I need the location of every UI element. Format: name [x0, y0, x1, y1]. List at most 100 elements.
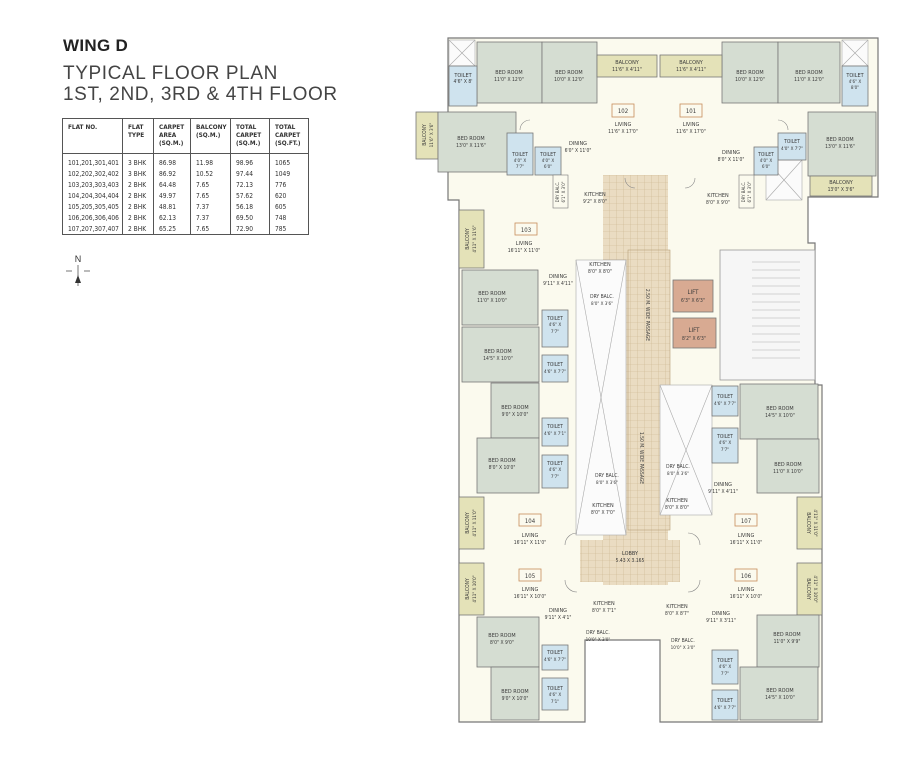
bedroom [756, 438, 820, 494]
svg-text:13'0" X 3'6": 13'0" X 3'6" [828, 187, 855, 193]
svg-text:BED ROOM: BED ROOM [488, 458, 515, 464]
svg-text:10'0" X 12'0": 10'0" X 12'0" [735, 77, 765, 83]
bedroom [476, 41, 543, 104]
lift-1: LIFT 6'3" X 6'3" [672, 279, 714, 313]
svg-text:4'6" X: 4'6" X [719, 440, 732, 446]
svg-text:DRY BALC.: DRY BALC. [586, 630, 610, 636]
svg-text:BED ROOM: BED ROOM [484, 349, 511, 355]
svg-text:BED ROOM: BED ROOM [826, 137, 853, 143]
svg-text:DRY BALC.: DRY BALC. [741, 182, 747, 203]
flat-105: BALCONY 4'11" X 10'0" 105 LIVING 16'11" … [458, 562, 616, 721]
svg-text:16'11" X 10'0": 16'11" X 10'0" [514, 594, 547, 600]
balcony [458, 562, 485, 616]
flat-number: 107 [741, 518, 751, 525]
svg-text:8'0" X 9'0": 8'0" X 9'0" [490, 640, 514, 646]
svg-text:DINING: DINING [712, 611, 730, 617]
flat-number: 104 [525, 518, 536, 525]
svg-text:4'0" X 7'7": 4'0" X 7'7" [781, 146, 803, 152]
plan-floors: 1ST, 2ND, 3RD & 4TH FLOOR [63, 84, 338, 105]
svg-text:TOILET: TOILET [845, 73, 864, 79]
balcony [796, 562, 823, 616]
col-carpet-area: CARPET AREA (SQ.M.) [153, 118, 191, 154]
lift-2: LIFT 8'2" X 6'3" [672, 317, 717, 349]
svg-text:7'1": 7'1" [551, 699, 559, 705]
svg-text:BED ROOM: BED ROOM [478, 291, 505, 297]
svg-text:9'0" X 10'0": 9'0" X 10'0" [502, 412, 529, 418]
flat-107: TOILET 4'6" X 7'7" BED ROOM 14'5" X 10'0… [665, 383, 823, 550]
toilet [711, 385, 739, 417]
bedroom [721, 41, 779, 104]
svg-text:TOILET: TOILET [546, 461, 563, 467]
svg-text:DRY BALC.: DRY BALC. [555, 182, 561, 203]
svg-text:BALCONY: BALCONY [615, 60, 640, 66]
bedroom [461, 269, 539, 326]
svg-text:8'0" X 11'0": 8'0" X 11'0" [718, 157, 745, 163]
lobby-label: LOBBY [622, 551, 639, 557]
svg-text:TOILET: TOILET [783, 139, 800, 145]
svg-text:BED ROOM: BED ROOM [773, 632, 800, 638]
flat-number: 105 [525, 573, 535, 580]
svg-text:7'7": 7'7" [551, 329, 559, 335]
svg-text:BED ROOM: BED ROOM [495, 70, 522, 76]
svg-text:9'2" X 8'0": 9'2" X 8'0" [583, 199, 607, 205]
svg-text:BALCONY: BALCONY [679, 60, 704, 66]
toilet [541, 677, 569, 711]
svg-text:DRY BALC.: DRY BALC. [671, 638, 695, 644]
svg-text:7'7": 7'7" [551, 474, 559, 480]
svg-text:4'6" X 7'7": 4'6" X 7'7" [544, 369, 566, 375]
dry-balcony [552, 174, 569, 209]
svg-text:9'11" X 4'11": 9'11" X 4'11" [708, 489, 738, 495]
svg-text:DINING: DINING [549, 274, 567, 280]
svg-text:8'0" X 10'0": 8'0" X 10'0" [489, 465, 516, 471]
toilet [541, 454, 569, 489]
svg-text:LIVING: LIVING [522, 587, 539, 593]
svg-text:8'0" X 9'0": 8'0" X 9'0" [706, 200, 730, 206]
svg-text:11'6" X 17'0": 11'6" X 17'0" [608, 129, 638, 135]
svg-text:TOILET: TOILET [546, 362, 563, 368]
svg-text:BED ROOM: BED ROOM [457, 136, 484, 142]
svg-text:DRY BALC.: DRY BALC. [590, 294, 614, 300]
svg-text:BALCONY: BALCONY [829, 180, 854, 186]
flat-101: BED ROOM 10'0" X 12'0" BED ROOM 11'0" X … [659, 41, 877, 209]
flat-number: 102 [618, 108, 628, 115]
svg-text:BALCONY: BALCONY [465, 512, 471, 534]
toilet [711, 427, 739, 464]
svg-text:BED ROOM: BED ROOM [795, 70, 822, 76]
flat-number: 106 [741, 573, 752, 580]
svg-text:LIFT: LIFT [688, 289, 700, 296]
svg-text:TOILET: TOILET [546, 424, 563, 430]
cell: 776 [269, 179, 309, 190]
svg-text:8'2" X 6'3": 8'2" X 6'3" [682, 336, 706, 342]
svg-text:TOILET: TOILET [546, 316, 563, 322]
bedroom [739, 666, 819, 721]
cell: 605 [269, 201, 309, 212]
svg-text:KITCHEN: KITCHEN [666, 604, 688, 610]
svg-text:4'11" X 10'0": 4'11" X 10'0" [812, 575, 818, 602]
svg-text:DINING: DINING [714, 482, 732, 488]
svg-text:4'6" X: 4'6" X [849, 79, 862, 85]
balcony [809, 175, 873, 197]
svg-text:DINING: DINING [722, 150, 740, 156]
col-total-sqft: TOTAL CARPET (SQ.FT.) [269, 118, 309, 154]
svg-text:BED ROOM: BED ROOM [501, 689, 528, 695]
svg-text:8'0" X 8'0": 8'0" X 8'0" [665, 505, 689, 511]
toilet [541, 309, 569, 348]
svg-text:KITCHEN: KITCHEN [592, 503, 614, 509]
svg-text:KITCHEN: KITCHEN [589, 262, 611, 268]
svg-text:16'11" X 10'0": 16'11" X 10'0" [730, 594, 763, 600]
svg-text:10'0" X 12'0": 10'0" X 12'0" [554, 77, 584, 83]
bedroom [476, 437, 540, 494]
svg-text:9'11" X 4'1": 9'11" X 4'1" [545, 615, 572, 621]
svg-text:BED ROOM: BED ROOM [774, 462, 801, 468]
balcony [596, 54, 658, 78]
svg-text:KITCHEN: KITCHEN [666, 498, 688, 504]
svg-text:11'0" X 10'0": 11'0" X 10'0" [773, 469, 803, 475]
lobby [580, 540, 680, 582]
balcony [659, 54, 723, 78]
bedroom [807, 111, 877, 177]
toilet [711, 649, 739, 685]
svg-text:14'5" X 10'0": 14'5" X 10'0" [765, 695, 795, 701]
